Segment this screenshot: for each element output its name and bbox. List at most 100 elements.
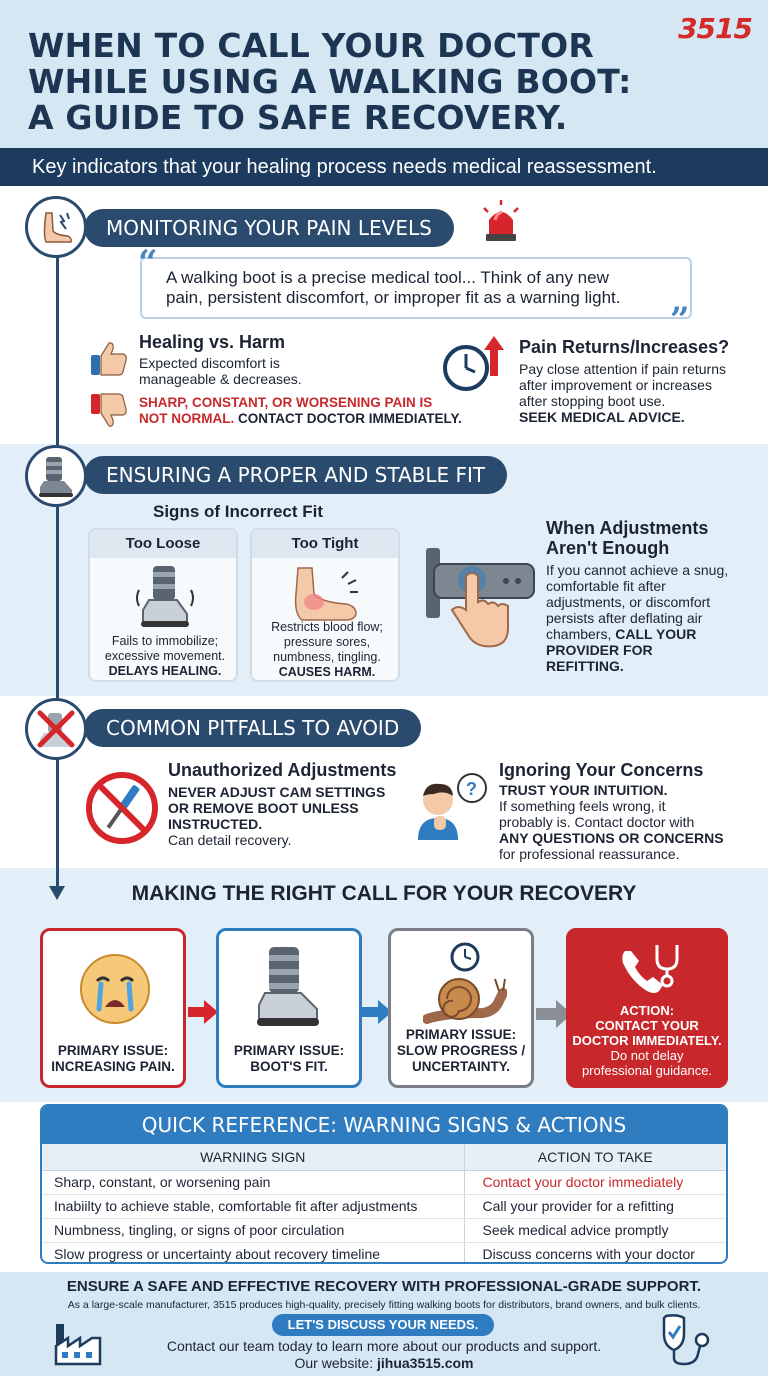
table-cell: Discuss concerns with your doctor xyxy=(464,1242,726,1262)
reference-table: WARNING SIGN ACTION TO TAKE Sharp, const… xyxy=(42,1144,726,1262)
text-line: Pay close attention if pain returns xyxy=(519,361,727,377)
clock-icon xyxy=(442,340,494,397)
timeline-line xyxy=(56,240,59,888)
warning-text: DELAYS HEALING. xyxy=(108,664,222,678)
signs-title: Signs of Incorrect Fit xyxy=(153,502,324,521)
warning-text: NOT NORMAL. xyxy=(139,411,235,426)
text-line: PRIMARY ISSUE: xyxy=(233,1043,345,1058)
text-line: probably is. Contact doctor with xyxy=(499,814,695,830)
text-line: Expected discomfort is xyxy=(139,355,280,371)
text-line: DOCTOR IMMEDIATELY. xyxy=(572,1033,722,1048)
title-line: WHILE USING A WALKING BOOT: xyxy=(28,62,632,101)
column-header: WARNING SIGN xyxy=(42,1144,465,1171)
flow-card-progress: PRIMARY ISSUE: SLOW PROGRESS / UNCERTAIN… xyxy=(388,928,534,1088)
unauth-title: Unauthorized Adjustments xyxy=(168,760,397,780)
section-heading-pain: MONITORING YOUR PAIN LEVELS xyxy=(84,209,454,247)
flow-label: PRIMARY ISSUE: BOOT'S FIT. xyxy=(219,1043,359,1075)
swollen-foot-icon xyxy=(290,564,366,631)
instruction-text: CALL YOUR xyxy=(611,626,697,642)
flow-label: PRIMARY ISSUE: INCREASING PAIN. xyxy=(43,1043,183,1075)
quote-text: A walking boot is a precise medical tool… xyxy=(166,268,609,287)
quick-reference-table: QUICK REFERENCE: WARNING SIGNS & ACTIONS… xyxy=(40,1104,728,1264)
stethoscope-check-icon xyxy=(660,1314,714,1371)
text-line: for professional reassurance. xyxy=(499,846,680,862)
text-line: numbness, tingling. xyxy=(273,650,381,664)
text-line: persists after deflating air xyxy=(546,610,703,626)
walking-boot-icon xyxy=(25,445,87,507)
instruction-text: CONTACT DOCTOR IMMEDIATELY. xyxy=(234,411,462,426)
clock-icon xyxy=(449,941,481,978)
healing-title: Healing vs. Harm xyxy=(139,332,286,352)
footer-contact: Contact our team today to learn more abo… xyxy=(0,1338,768,1372)
text-line: Fails to immobilize; xyxy=(111,634,219,648)
adjust-text: If you cannot achieve a snug, comfortabl… xyxy=(546,562,728,674)
table-row: Inabiilty to achieve stable, comfortable… xyxy=(42,1194,726,1219)
text-line: chambers, xyxy=(546,626,612,642)
table-row: Numbness, tingling, or signs of poor cir… xyxy=(42,1218,726,1243)
text-line: SLOW PROGRESS / xyxy=(396,1043,526,1058)
returns-title: Pain Returns/Increases? xyxy=(519,337,730,357)
discuss-needs-button[interactable]: LET'S DISCUSS YOUR NEEDS. xyxy=(272,1314,494,1336)
arrow-right-icon xyxy=(536,1000,572,1028)
too-tight-card: Too Tight Restricts blood flow; pressure… xyxy=(250,528,400,682)
text-line: pressure sores, xyxy=(283,635,371,649)
foot-pain-icon xyxy=(25,196,87,258)
website-link[interactable]: jihua3515.com xyxy=(376,1355,474,1371)
up-arrow-icon xyxy=(482,334,506,383)
instruction-text: PROVIDER FOR xyxy=(546,642,653,658)
factory-icon xyxy=(52,1318,104,1373)
pain-quote-box: A walking boot is a precise medical tool… xyxy=(140,257,692,319)
table-cell: Seek medical advice promptly xyxy=(464,1218,726,1243)
alarm-light-icon xyxy=(478,198,524,249)
walking-boot-icon xyxy=(251,945,327,1036)
instruction-text: REFITTING. xyxy=(546,658,624,674)
returns-text: Pay close attention if pain returns afte… xyxy=(519,361,726,425)
warning-text: CAUSES HARM. xyxy=(278,665,376,679)
card-title: Too Loose xyxy=(90,530,236,558)
snail-icon xyxy=(422,973,508,1030)
title-line: WHEN TO CALL YOUR DOCTOR xyxy=(28,26,594,65)
column-header: ACTION TO TAKE xyxy=(464,1144,726,1171)
text-line: If you cannot achieve a snug, xyxy=(546,562,729,578)
instruction-text: TRUST YOUR INTUITION. xyxy=(499,782,668,798)
card-text: Fails to immobilize; excessive movement.… xyxy=(90,634,236,679)
crying-face-icon xyxy=(77,951,153,1032)
header-band xyxy=(0,0,768,148)
text-line: When Adjustments xyxy=(546,518,709,538)
table-cell: Slow progress or uncertainty about recov… xyxy=(42,1242,465,1262)
text-line: PRIMARY ISSUE: xyxy=(405,1027,517,1042)
timeline-arrow xyxy=(49,886,65,900)
card-title: Too Tight xyxy=(252,530,398,558)
table-cell: Call your provider for a refitting xyxy=(464,1194,726,1219)
text-line: Can detail recovery. xyxy=(168,832,292,848)
healing-good-text: Expected discomfort is manageable & decr… xyxy=(139,355,302,387)
brand-logo: 3515 xyxy=(678,12,753,45)
quote-text: pain, persistent discomfort, or improper… xyxy=(166,288,621,307)
text-line: Restricts blood flow; xyxy=(271,620,383,634)
instruction-text: SEEK MEDICAL ADVICE. xyxy=(519,409,685,425)
table-cell: Numbness, tingling, or signs of poor cir… xyxy=(42,1218,465,1243)
text-line: INCREASING PAIN. xyxy=(51,1059,175,1074)
phone-stethoscope-icon xyxy=(617,941,681,1006)
ignore-title: Ignoring Your Concerns xyxy=(499,760,704,780)
flow-title: MAKING THE RIGHT CALL FOR YOUR RECOVERY xyxy=(131,882,637,905)
text-line: manageable & decreases. xyxy=(139,371,302,387)
adjust-title: When Adjustments Aren't Enough xyxy=(546,518,708,558)
table-row: Slow progress or uncertainty about recov… xyxy=(42,1242,726,1262)
text-line: excessive movement. xyxy=(104,649,226,663)
warning-text: SHARP, CONSTANT, OR WORSENING PAIN IS xyxy=(139,395,433,410)
unauth-text: NEVER ADJUST CAM SETTINGS OR REMOVE BOOT… xyxy=(168,784,385,848)
strap-adjust-hand-icon xyxy=(422,540,538,657)
text-line: CONTACT YOUR xyxy=(595,1018,699,1033)
ignore-text: TRUST YOUR INTUITION. If something feels… xyxy=(499,782,724,862)
action-text: ACTION: CONTACT YOUR DOCTOR IMMEDIATELY.… xyxy=(569,1003,725,1078)
text-line: UNCERTAINTY. xyxy=(411,1059,510,1074)
text-line: comfortable fit after xyxy=(546,578,666,594)
section-heading-fit: ENSURING A PROPER AND STABLE FIT xyxy=(84,456,508,494)
text-line: after improvement or increases xyxy=(519,377,712,393)
table-cell: Inabiilty to achieve stable, comfortable… xyxy=(42,1194,465,1219)
table-header-row: WARNING SIGN ACTION TO TAKE xyxy=(42,1144,726,1171)
too-loose-card: Too Loose Fails to immobilize; excessive… xyxy=(88,528,238,682)
instruction-text: INSTRUCTED. xyxy=(168,816,263,832)
text-line: BOOT'S FIT. xyxy=(250,1059,328,1074)
